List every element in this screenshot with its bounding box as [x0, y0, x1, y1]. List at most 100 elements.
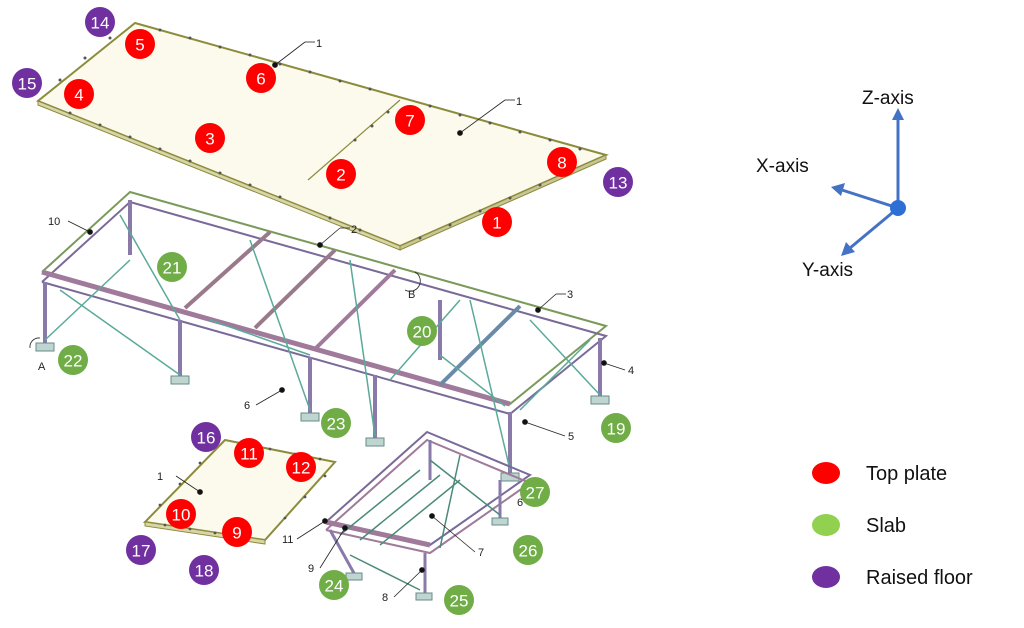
part-label: 9	[308, 563, 314, 575]
marker-number: 12	[292, 459, 311, 478]
marker-circle	[326, 159, 356, 189]
part-label: 7	[478, 547, 484, 559]
marker-circle	[547, 147, 577, 177]
part-labels: 1 1 1 2 3 4 5 6 7 8 9 10 11 A B 6	[38, 38, 634, 604]
marker-slab: 24	[319, 570, 349, 600]
part-label: 10	[48, 216, 60, 228]
marker-circle	[64, 79, 94, 109]
marker-top-plate: 4	[64, 79, 94, 109]
marker-circle	[195, 123, 225, 153]
part-label: A	[38, 361, 46, 373]
marker-number: 18	[195, 562, 214, 581]
plate-bolt-holes	[58, 28, 582, 240]
marker-top-plate: 1	[482, 207, 512, 237]
marker-number: 14	[91, 14, 110, 33]
marker-slab: 19	[601, 413, 631, 443]
marker-circle	[319, 570, 349, 600]
marker-circle	[222, 517, 252, 547]
marker-number: 9	[232, 524, 241, 543]
part-label: 4	[628, 365, 634, 377]
marker-circle	[520, 477, 550, 507]
marker-raised-floor: 16	[191, 422, 221, 452]
legend-label-raised-floor: Raised floor	[866, 567, 973, 589]
part-leader-lines	[29, 41, 626, 598]
marker-circle	[191, 422, 221, 452]
marker-circle	[85, 7, 115, 37]
marker-circle	[234, 438, 264, 468]
main-steel-frame	[35, 190, 610, 482]
marker-circle	[395, 105, 425, 135]
marker-circle	[126, 535, 156, 565]
marker-slab: 27	[520, 477, 550, 507]
marker-slab: 22	[58, 345, 88, 375]
marker-number: 20	[413, 323, 432, 342]
marker-raised-floor: 13	[603, 167, 633, 197]
part-label: 8	[382, 592, 388, 604]
marker-number: 6	[256, 70, 265, 89]
marker-top-plate: 12	[286, 452, 316, 482]
legend-label-slab: Slab	[866, 515, 906, 537]
marker-number: 27	[526, 484, 545, 503]
marker-circle	[601, 413, 631, 443]
part-label: 1	[157, 471, 163, 483]
marker-number: 10	[172, 506, 191, 525]
part-label: 3	[567, 289, 573, 301]
marker-circle	[482, 207, 512, 237]
legend-swatch-raised-floor	[812, 566, 840, 588]
marker-number: 4	[74, 86, 83, 105]
marker-number: 19	[607, 420, 626, 439]
marker-top-plate: 8	[547, 147, 577, 177]
marker-number: 7	[405, 112, 414, 131]
marker-circle	[246, 63, 276, 93]
marker-number: 25	[450, 592, 469, 611]
marker-raised-floor: 14	[85, 7, 115, 37]
marker-top-plate: 7	[395, 105, 425, 135]
marker-number: 13	[609, 174, 628, 193]
marker-number: 8	[557, 154, 566, 173]
small-steel-frame	[325, 430, 533, 601]
legend: Top plate Slab Raised floor	[812, 462, 973, 589]
marker-circle	[407, 316, 437, 346]
marker-raised-floor: 17	[126, 535, 156, 565]
marker-number: 11	[240, 445, 258, 464]
marker-circle	[58, 345, 88, 375]
part-label: 2	[351, 224, 357, 236]
marker-circle	[513, 535, 543, 565]
marker-number: 26	[519, 542, 538, 561]
marker-number: 21	[163, 259, 182, 278]
legend-swatch-slab	[812, 514, 840, 536]
y-axis-arrow	[849, 206, 899, 250]
legend-label-top-plate: Top plate	[866, 463, 947, 485]
part-label: 11	[282, 534, 293, 546]
marker-number: 16	[197, 429, 216, 448]
marker-top-plate: 11	[234, 438, 264, 468]
marker-top-plate: 5	[125, 29, 155, 59]
marker-number: 1	[492, 214, 501, 233]
marker-slab: 23	[321, 408, 351, 438]
part-label: 1	[516, 96, 522, 108]
marker-raised-floor: 15	[12, 68, 42, 98]
marker-circle	[321, 408, 351, 438]
marker-number: 22	[64, 352, 83, 371]
marker-circle	[286, 452, 316, 482]
marker-slab: 25	[444, 585, 474, 615]
marker-slab: 20	[407, 316, 437, 346]
marker-circle	[603, 167, 633, 197]
marker-top-plate: 9	[222, 517, 252, 547]
marker-number: 5	[135, 36, 144, 55]
marker-slab: 26	[513, 535, 543, 565]
x-axis-arrowhead	[831, 183, 845, 196]
part-label: B	[408, 289, 415, 301]
marker-number: 23	[327, 415, 346, 434]
marker-number: 15	[18, 75, 37, 94]
part-label: 5	[568, 431, 574, 443]
y-axis-arrowhead	[841, 242, 855, 256]
x-axis-arrow	[841, 188, 899, 210]
marker-circle	[12, 68, 42, 98]
marker-top-plate: 6	[246, 63, 276, 93]
part-label: 1	[316, 38, 322, 50]
marker-circle	[125, 29, 155, 59]
marker-top-plate: 3	[195, 123, 225, 153]
marker-circle	[166, 499, 196, 529]
